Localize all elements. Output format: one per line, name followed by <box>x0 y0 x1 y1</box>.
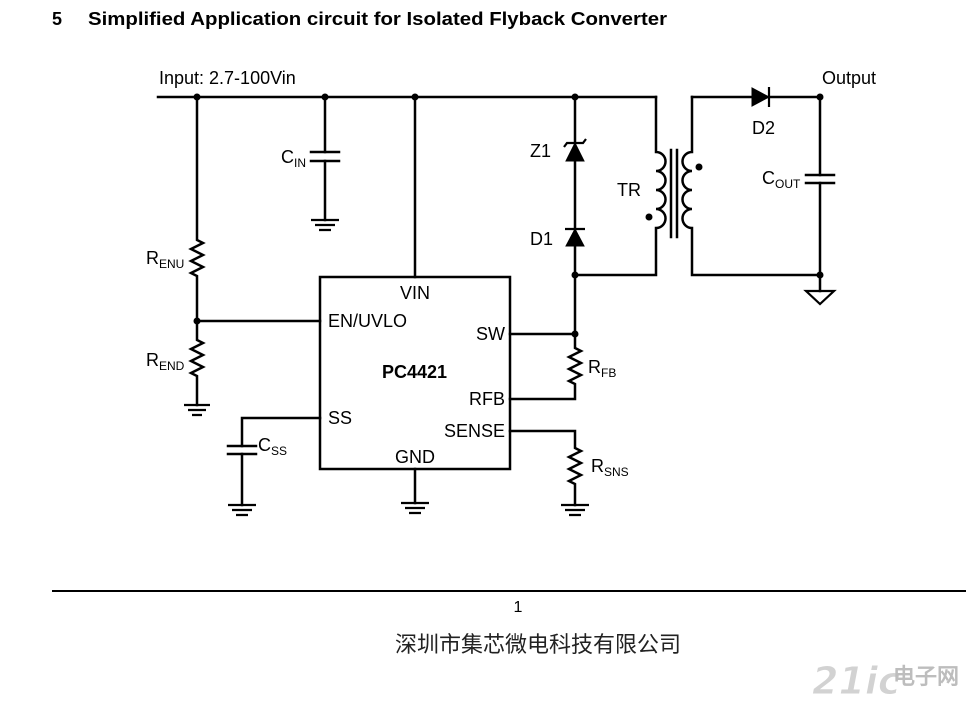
capacitor-css: CSS <box>226 416 322 517</box>
isolated-ground-icon <box>803 289 837 306</box>
diode-d2-label: D2 <box>752 118 775 138</box>
company-name: 深圳市集芯微电科技有限公司 <box>395 633 681 658</box>
input-label: Input: 2.7-100Vin <box>159 68 296 88</box>
diode-d1-label: D1 <box>530 229 553 249</box>
capacitor-cin-label: CIN <box>281 147 306 170</box>
diode-d1: D1 <box>530 227 585 249</box>
junction-dot <box>816 271 824 279</box>
resistor-rsns-label: RSNS <box>591 456 629 479</box>
resistor-rfb-body <box>508 244 584 401</box>
watermark-logo: 21ic 电子网 <box>812 659 960 703</box>
pin-en-uvlo-label: EN/UVLO <box>328 311 407 331</box>
diode-d2-triangle <box>751 87 771 107</box>
capacitor-css-plates <box>226 444 258 456</box>
capacitor-css-leads <box>240 416 322 507</box>
watermark-mark: 21ic <box>812 659 901 703</box>
resistor-rend-label: REND <box>146 350 185 373</box>
resistor-rend: REND <box>146 319 210 417</box>
junction-dot <box>571 93 579 101</box>
page-footer: 1 深圳市集芯微电科技有限公司 <box>52 590 966 658</box>
transformer-primary-winding <box>573 95 667 277</box>
pin-ss-label: SS <box>328 408 352 428</box>
junction-dot <box>571 271 579 279</box>
ground-icon <box>184 403 210 417</box>
watermark-text: 电子网 <box>893 665 959 690</box>
primary-polarity-dot <box>645 213 653 221</box>
capacitor-cin-plates <box>309 150 341 163</box>
resistor-rfb: RFB <box>508 244 616 401</box>
pin-vin-label: VIN <box>400 283 430 303</box>
ic-pc4421: VIN EN/UVLO SW PC4421 RFB SS SENSE GND <box>318 275 512 471</box>
page-number: 1 <box>514 599 523 616</box>
junction-dot <box>321 93 329 101</box>
capacitor-css-label: CSS <box>258 435 287 458</box>
resistor-renu-label: RENU <box>146 248 184 271</box>
pin-gnd-label: GND <box>395 447 435 467</box>
zener-z1-bar <box>563 138 587 148</box>
junction-dot <box>411 93 419 101</box>
secondary-polarity-dot <box>695 163 703 171</box>
junction-dot <box>193 317 201 325</box>
junction-dot <box>816 93 824 101</box>
resistor-renu: RENU <box>146 95 206 323</box>
pin-sense-label: SENSE <box>444 421 505 441</box>
transformer-core <box>669 148 679 239</box>
zener-z1: Z1 <box>530 95 587 231</box>
section-title: Simplified Application circuit for Isola… <box>88 9 667 29</box>
resistor-rend-body <box>188 319 206 407</box>
ground-icon <box>311 218 339 232</box>
diode-d1-triangle <box>565 227 585 247</box>
junction-dot <box>193 93 201 101</box>
zener-z1-label: Z1 <box>530 141 551 161</box>
junction-dots <box>193 93 824 338</box>
ground-icon <box>561 503 589 517</box>
capacitor-cout-plates <box>804 173 836 185</box>
pin-rfb-label: RFB <box>469 389 505 409</box>
resistor-rfb-label: RFB <box>588 357 616 380</box>
transformer-tr-label: TR <box>617 180 641 200</box>
ic-ground <box>401 467 429 515</box>
capacitor-cin: CIN <box>281 95 341 232</box>
transformer-secondary-winding <box>681 95 822 277</box>
diode-d2: D2 <box>690 87 822 138</box>
section-number: 5 <box>52 9 62 29</box>
section-heading: 5 Simplified Application circuit for Iso… <box>52 9 667 29</box>
zener-z1-triangle <box>565 141 585 162</box>
ground-icon <box>401 501 429 515</box>
junction-dot <box>571 330 579 338</box>
resistor-rsns: RSNS <box>508 429 629 517</box>
resistor-rsns-body <box>508 429 584 507</box>
resistor-renu-body <box>188 95 206 323</box>
schematic: Input: 2.7-100Vin RENU REND CIN VIN EN/U… <box>146 68 876 517</box>
pin-sw-label: SW <box>476 324 505 344</box>
capacitor-cout-label: COUT <box>762 168 801 191</box>
transformer-tr: TR <box>573 95 822 277</box>
ground-icon <box>228 503 256 517</box>
output-label: Output <box>822 68 876 88</box>
ic-name: PC4421 <box>382 362 447 382</box>
